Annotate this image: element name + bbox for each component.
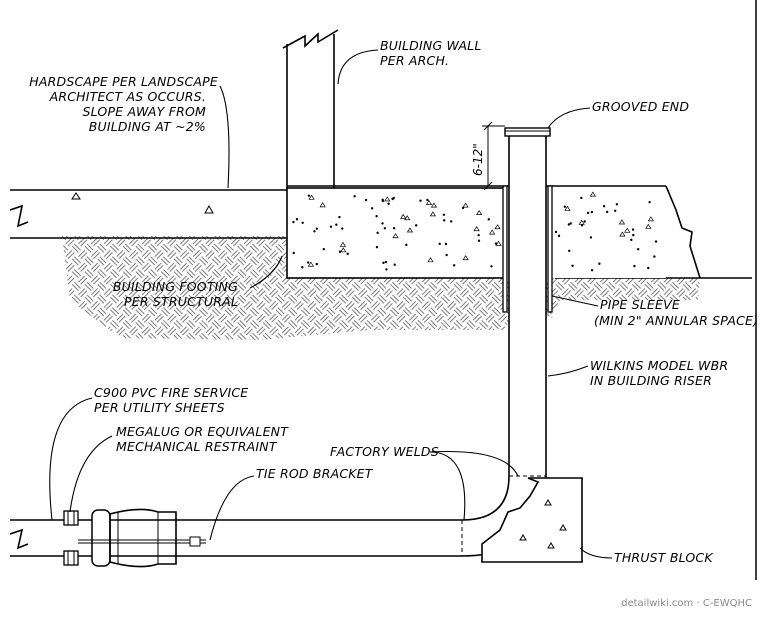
svg-text:MEGALUG OR EQUIVALENT: MEGALUG OR EQUIVALENT (116, 424, 289, 439)
label-building-wall-1: BUILDING WALL (380, 38, 482, 53)
svg-text:WILKINS MODEL WBR: WILKINS MODEL WBR (590, 358, 728, 373)
label-grooved-end: GROOVED END (592, 99, 689, 114)
building-footing (286, 187, 666, 279)
svg-text:SLOPE AWAY FROM: SLOPE AWAY FROM (83, 104, 207, 119)
leaders (49, 49, 613, 559)
label-riser-2: IN BUILDING RISER (590, 373, 712, 388)
label-c900-1: C900 PVC FIRE SERVICE (94, 385, 248, 400)
label-dimension: 6-12" (471, 143, 485, 176)
label-pipe-sleeve-1: PIPE SLEEVE (600, 297, 680, 312)
svg-text:ARCHITECT AS OCCURS.: ARCHITECT AS OCCURS. (49, 89, 206, 104)
label-thrust-block: THRUST BLOCK (614, 550, 714, 565)
label-tie-rod: TIE ROD BRACKET (256, 466, 374, 481)
svg-text:PER UTILITY SHEETS: PER UTILITY SHEETS (94, 400, 225, 415)
label-factory-welds: FACTORY WELDS (330, 444, 439, 459)
label-hardscape-3: SLOPE AWAY FROM (83, 104, 207, 119)
hardscape-slab (9, 189, 287, 239)
svg-text:BUILDING AT ~2%: BUILDING AT ~2% (89, 119, 206, 134)
svg-text:MECHANICAL RESTRAINT: MECHANICAL RESTRAINT (116, 439, 278, 454)
svg-text:BUILDING FOOTING: BUILDING FOOTING (113, 279, 238, 294)
svg-text:TIE ROD BRACKET: TIE ROD BRACKET (256, 466, 374, 481)
svg-text:PER STRUCTURAL: PER STRUCTURAL (124, 294, 238, 309)
svg-text:(MIN 2" ANNULAR SPACE): (MIN 2" ANNULAR SPACE) (594, 313, 758, 328)
annotation-labels: BUILDING WALL PER ARCH. HARDSCAPE PER LA… (29, 38, 758, 565)
svg-text:C900 PVC FIRE SERVICE: C900 PVC FIRE SERVICE (94, 385, 248, 400)
svg-text:detailwiki.com · C-EWQHC: detailwiki.com · C-EWQHC (621, 598, 752, 609)
label-hardscape-4: BUILDING AT ~2% (89, 119, 206, 134)
svg-text:6-12": 6-12" (471, 143, 485, 176)
svg-text:IN BUILDING RISER: IN BUILDING RISER (590, 373, 712, 388)
watermark: detailwiki.com · C-EWQHC (621, 598, 752, 609)
svg-text:PER ARCH.: PER ARCH. (380, 53, 449, 68)
label-pipe-sleeve-2: (MIN 2" ANNULAR SPACE) (594, 313, 758, 328)
svg-text:PIPE SLEEVE: PIPE SLEEVE (600, 297, 680, 312)
thrust-block (481, 477, 583, 563)
label-building-wall-2: PER ARCH. (380, 53, 449, 68)
label-footing-2: PER STRUCTURAL (124, 294, 238, 309)
label-riser-1: WILKINS MODEL WBR (590, 358, 728, 373)
label-megalug-2: MECHANICAL RESTRAINT (116, 439, 278, 454)
svg-text:THRUST BLOCK: THRUST BLOCK (614, 550, 714, 565)
riser-pipe (461, 127, 551, 557)
svg-text:FACTORY WELDS: FACTORY WELDS (330, 444, 439, 459)
label-hardscape-1: HARDSCAPE PER LANDSCAPE (29, 74, 218, 89)
svg-text:HARDSCAPE PER LANDSCAPE: HARDSCAPE PER LANDSCAPE (29, 74, 218, 89)
pipe-sleeve (502, 185, 553, 313)
label-hardscape-2: ARCHITECT AS OCCURS. (49, 89, 206, 104)
label-c900-2: PER UTILITY SHEETS (94, 400, 225, 415)
label-megalug-1: MEGALUG OR EQUIVALENT (116, 424, 289, 439)
svg-text:BUILDING WALL: BUILDING WALL (380, 38, 482, 53)
building-wall (282, 29, 339, 188)
svg-text:GROOVED END: GROOVED END (592, 99, 689, 114)
dimension-6-12 (482, 121, 505, 191)
label-footing-1: BUILDING FOOTING (113, 279, 238, 294)
fire-service-pipe (9, 508, 462, 568)
